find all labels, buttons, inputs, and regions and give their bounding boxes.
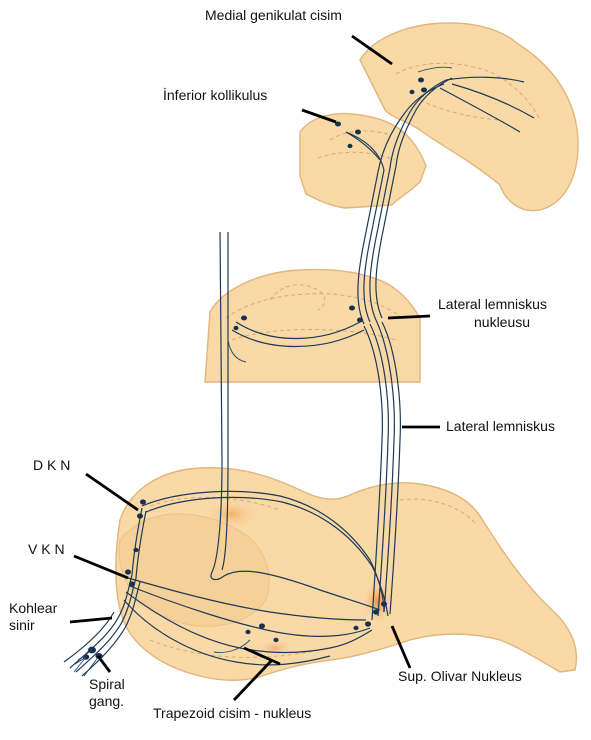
neuron-cell <box>410 90 415 94</box>
pons-section <box>205 270 420 383</box>
label-lateral-lemniscus-nucleus-2: nukleusu <box>474 314 530 330</box>
neuron-cell <box>353 626 358 630</box>
neuron-cell <box>365 621 371 626</box>
midbrain-section <box>300 23 578 211</box>
pointer-lateral-lemniscus-nucleus <box>388 316 430 318</box>
neuron-cell <box>140 499 146 504</box>
neuron-cell <box>357 318 363 323</box>
neuron-cell <box>418 78 424 83</box>
pointer-spiral-ganglion <box>98 656 110 672</box>
medulla-section <box>116 468 577 681</box>
label-dkn: D K N <box>33 457 70 473</box>
label-trapezoid: Trapezoid cisim - nukleus <box>153 705 311 721</box>
label-cochlear-nerve-2: sinir <box>9 617 35 633</box>
neuron-cell <box>245 630 250 634</box>
label-lateral-lemniscus-nucleus-1: Lateral lemniskus <box>438 296 547 312</box>
neuron-cell <box>133 548 138 552</box>
neuron-cell <box>125 569 131 574</box>
neuron-cell <box>349 306 355 311</box>
label-vkn: V K N <box>28 541 65 557</box>
neuron-cell <box>137 513 143 518</box>
label-spiral-ganglion-1: Spiral <box>89 676 125 692</box>
label-lateral-lemniscus: Lateral lemniskus <box>446 418 555 434</box>
label-medial-geniculate: Medial genikulat cisim <box>205 7 342 23</box>
neuron-cell <box>273 638 278 642</box>
label-inferior-colliculus: İnferior kollikulus <box>163 87 267 103</box>
neuron-cell <box>421 88 427 93</box>
neuron-cell <box>259 623 265 628</box>
neuron-cell <box>348 144 353 148</box>
pointer-dkn <box>86 474 138 510</box>
neuron-cell <box>381 601 387 606</box>
label-spiral-ganglion-2: gang. <box>89 693 124 709</box>
label-sup-olivary: Sup. Olivar Nukleus <box>398 668 522 684</box>
pointer-cochlear-nerve <box>70 618 112 622</box>
neuron-cell <box>234 326 239 330</box>
neuron-cell <box>355 130 361 135</box>
neuron-cell <box>129 581 135 586</box>
neuron-cell <box>241 316 247 321</box>
label-cochlear-nerve-1: Kohlear <box>9 600 57 616</box>
neuron-cell <box>373 609 379 614</box>
